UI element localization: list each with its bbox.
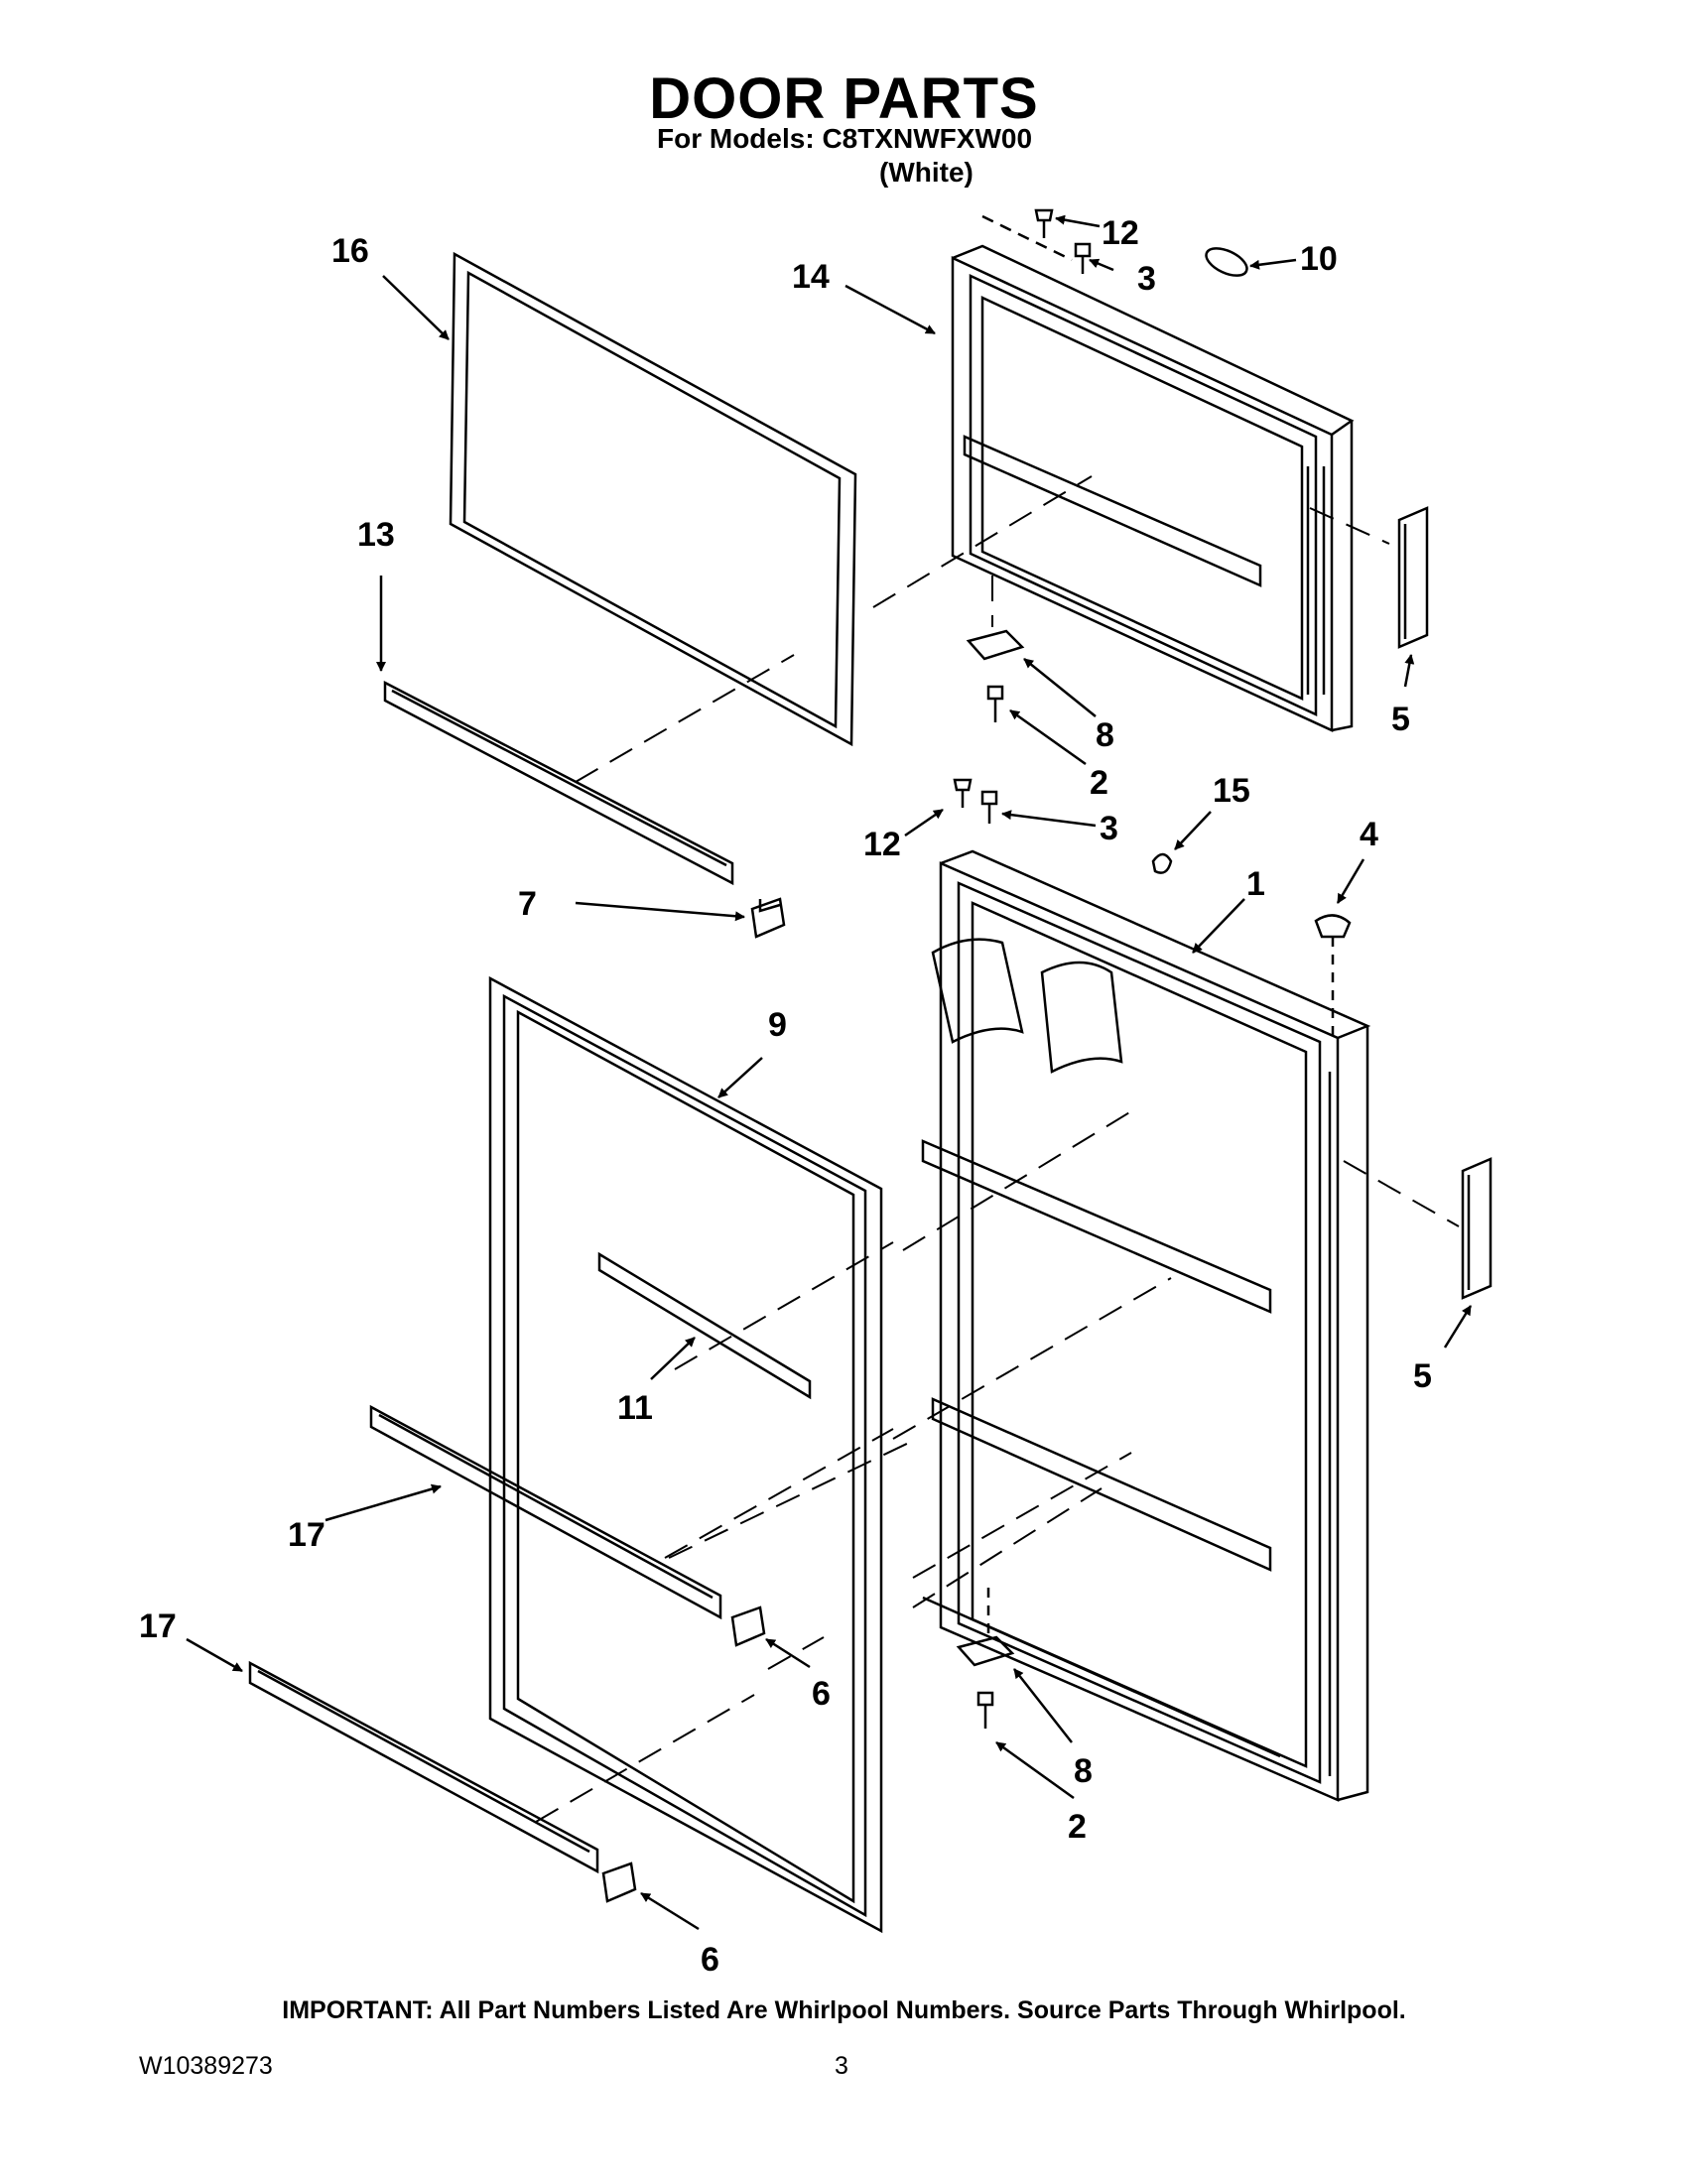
- callout-11: 11: [617, 1389, 653, 1427]
- freezer-trim-strip: [383, 680, 734, 886]
- page-number: 3: [835, 2052, 848, 2080]
- leader-arrows: [186, 214, 1473, 1931]
- freezer-hinge: [966, 629, 1025, 722]
- page-title: DOOR PARTS: [649, 66, 1039, 131]
- model-subtitle: For Models: C8TXNWFXW00: [657, 123, 1033, 154]
- callout-2-bottom: 2: [1068, 1808, 1087, 1846]
- callout-9: 9: [768, 1006, 787, 1044]
- fresh-food-top-fasteners: [953, 778, 1352, 1042]
- freezer-top-fasteners: [981, 208, 1092, 274]
- callout-3-bottom: 3: [1100, 810, 1118, 847]
- callout-10: 10: [1300, 240, 1338, 278]
- freezer-handle: [1397, 506, 1429, 649]
- trim-strip-17-upper: [369, 1404, 722, 1620]
- callout-4: 4: [1360, 816, 1378, 853]
- important-note: IMPORTANT: All Part Numbers Listed Are W…: [282, 1996, 1406, 2024]
- callout-3-top: 3: [1137, 260, 1156, 298]
- fresh-food-door: [921, 849, 1371, 1802]
- alignment-lines: [535, 475, 1460, 1823]
- clip-6-upper: [730, 1606, 766, 1647]
- fresh-food-hinge: [956, 1588, 1015, 1729]
- clip-7: [750, 897, 786, 939]
- callout-5-top: 5: [1391, 701, 1410, 738]
- trim-strip-11: [597, 1251, 812, 1400]
- model-color: (White): [879, 157, 974, 188]
- callout-8-top: 8: [1096, 716, 1114, 754]
- callout-6-upper: 6: [812, 1675, 831, 1713]
- freezer-door: [951, 244, 1355, 732]
- callout-15: 15: [1213, 772, 1250, 810]
- callout-13: 13: [357, 516, 395, 554]
- callout-16: 16: [331, 232, 369, 270]
- callout-12-bottom: 12: [863, 826, 901, 863]
- document-number: W10389273: [139, 2052, 273, 2080]
- fresh-food-door-gasket: [488, 975, 883, 1934]
- callout-2-top: 2: [1090, 764, 1108, 802]
- callout-6-lower: 6: [701, 1941, 719, 1979]
- trim-strip-17-lower: [248, 1660, 599, 1874]
- plug-10: [1205, 247, 1248, 277]
- callout-5-bottom: 5: [1413, 1357, 1432, 1395]
- clip-6-lower: [601, 1862, 637, 1903]
- freezer-door-gasket: [449, 251, 857, 747]
- callout-1: 1: [1246, 865, 1265, 903]
- callout-14: 14: [792, 258, 830, 296]
- callout-7: 7: [518, 885, 537, 923]
- callout-17-lower: 17: [139, 1607, 177, 1645]
- fresh-food-handle: [1461, 1157, 1493, 1300]
- callout-8-bottom: 8: [1074, 1752, 1093, 1790]
- callout-12-top: 12: [1102, 214, 1139, 252]
- callout-17-upper: 17: [288, 1516, 325, 1554]
